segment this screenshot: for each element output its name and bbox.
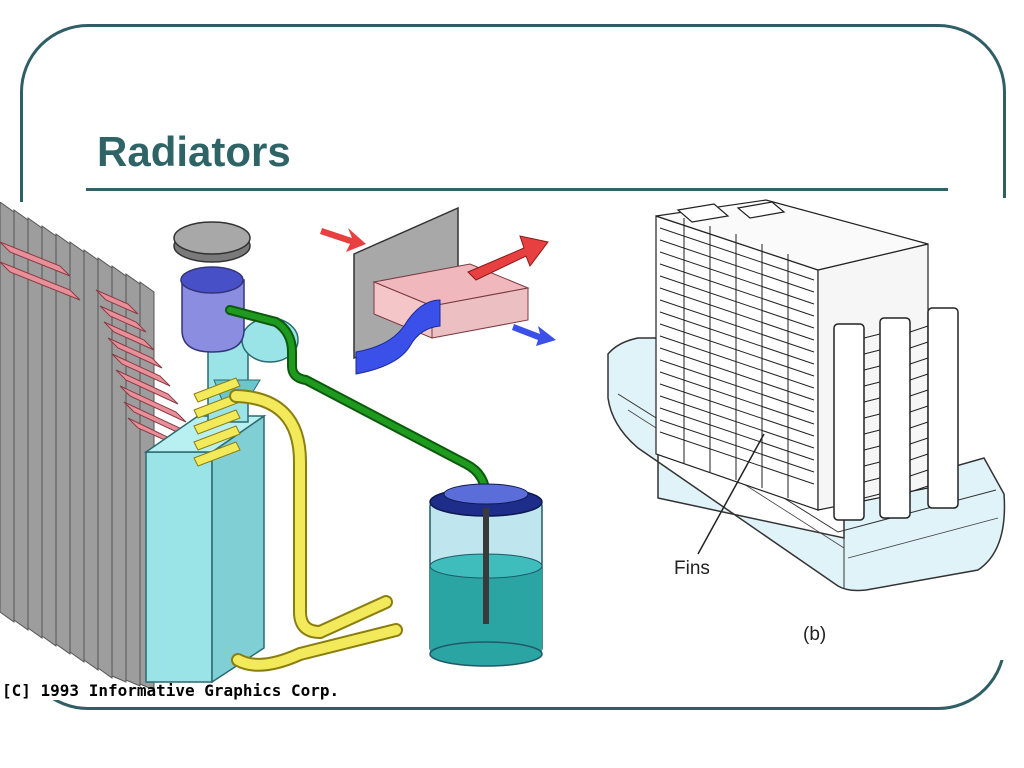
- radiator-cutaway-illustration: [0, 202, 562, 700]
- tube-fin-ribs: [863, 325, 929, 499]
- overflow-reservoir: [429, 483, 543, 667]
- radiator-cap: [173, 221, 251, 353]
- radiator-core-fins: [0, 202, 155, 691]
- yellow-hoses: [229, 389, 403, 672]
- vertical-tubes: [833, 307, 959, 521]
- copyright-notice: [C] 1993 Informative Graphics Corp.: [2, 681, 340, 700]
- radiator-side-tank: [143, 414, 267, 684]
- fin-plates: [659, 218, 815, 498]
- yellow-coil: [193, 377, 241, 467]
- heat-transfer-inset: [320, 206, 556, 375]
- figure-caption-b: (b): [803, 624, 827, 645]
- overflow-tube: [225, 305, 491, 517]
- slide-title: Radiators: [97, 128, 291, 175]
- title-underline: [86, 188, 948, 191]
- fin-radiator-drawing: [598, 198, 1024, 660]
- hot-coolant-tubes: [0, 241, 197, 455]
- fins-leader-line: [697, 433, 765, 555]
- fins-label: Fins: [674, 558, 710, 579]
